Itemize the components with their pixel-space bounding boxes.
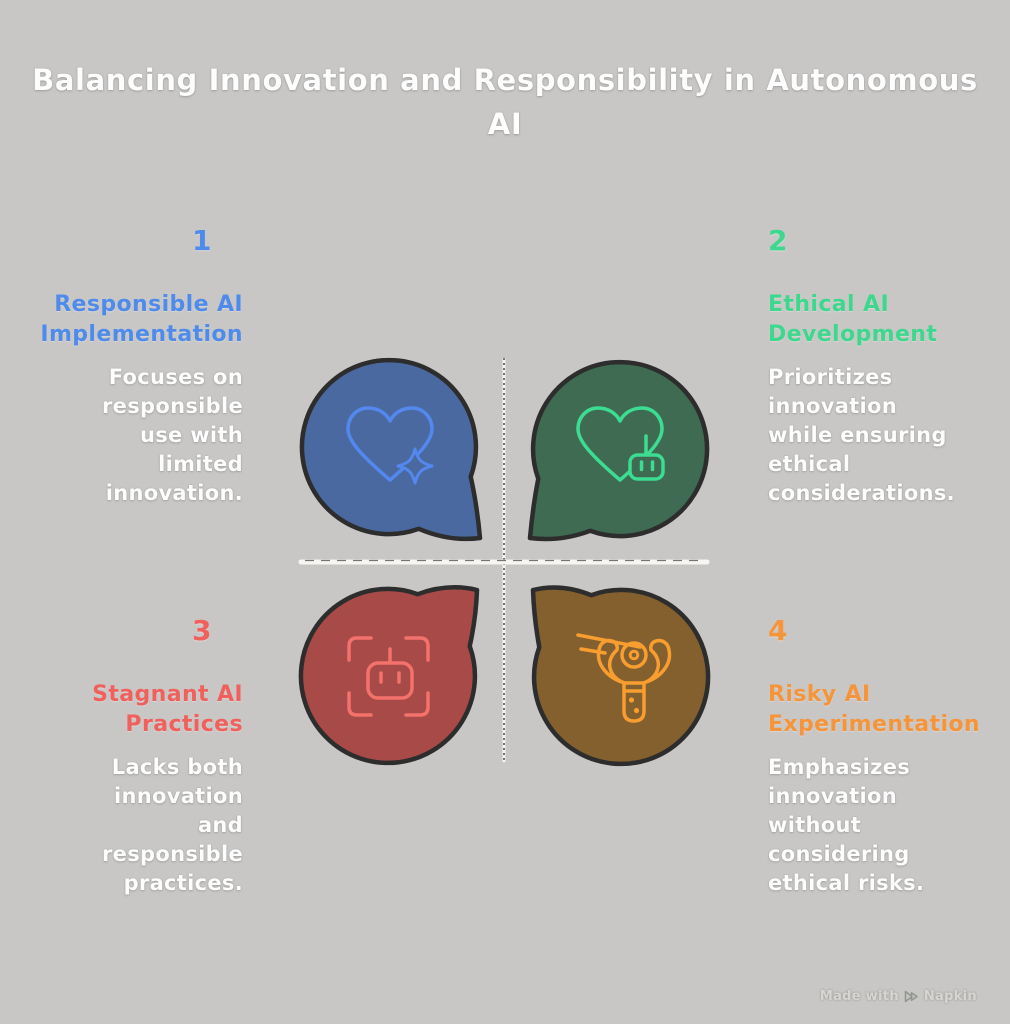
bubble-shape: [299, 357, 483, 542]
quadrant-4-heading: Risky AI Experimentation: [768, 682, 980, 737]
napkin-logo-icon: [904, 990, 918, 1003]
quadrant-2-description: Prioritizes innovation while ensuring et…: [768, 365, 955, 505]
quadrant-1-heading: Responsible AI Implementation: [40, 292, 243, 347]
quadrant-3-number: 3: [192, 614, 212, 647]
speech-bubble-stagnant-ai: [298, 585, 480, 766]
quadrant-4-number: 4: [768, 614, 788, 647]
quadrant-1-description: Focuses on responsible use with limited …: [102, 365, 243, 505]
speech-bubble-ethical-ai: [527, 359, 710, 542]
quadrant-1-number: 1: [192, 224, 212, 257]
heart-robot-icon: [576, 406, 665, 482]
bubble-shape: [530, 585, 711, 767]
bubble-shape: [527, 359, 710, 542]
quadrant-2-heading: Ethical AI Development: [768, 292, 938, 347]
quadrant-2-number: 2: [768, 224, 788, 257]
watermark-brand: Napkin: [923, 989, 977, 1004]
robot-scan-frame-icon: [347, 636, 430, 717]
speech-bubble-responsible-ai: [299, 357, 483, 542]
robot-arm-icon: [576, 633, 672, 723]
speech-bubble-risky-ai: [530, 585, 711, 767]
page-title: Balancing Innovation and Responsibility …: [32, 63, 978, 141]
quadrant-3-heading: Stagnant AI Practices: [92, 682, 243, 737]
watermark-prefix: Made with: [819, 989, 899, 1004]
heart-sparkle-icon: [346, 406, 434, 485]
quadrant-4-description: Emphasizes innovation without considerin…: [768, 755, 925, 895]
quadrant-3-description: Lacks both innovation and responsible pr…: [102, 755, 243, 895]
made-with-napkin-badge[interactable]: Made with Napkin: [820, 989, 977, 1004]
quadrant-axes: [298, 358, 710, 762]
